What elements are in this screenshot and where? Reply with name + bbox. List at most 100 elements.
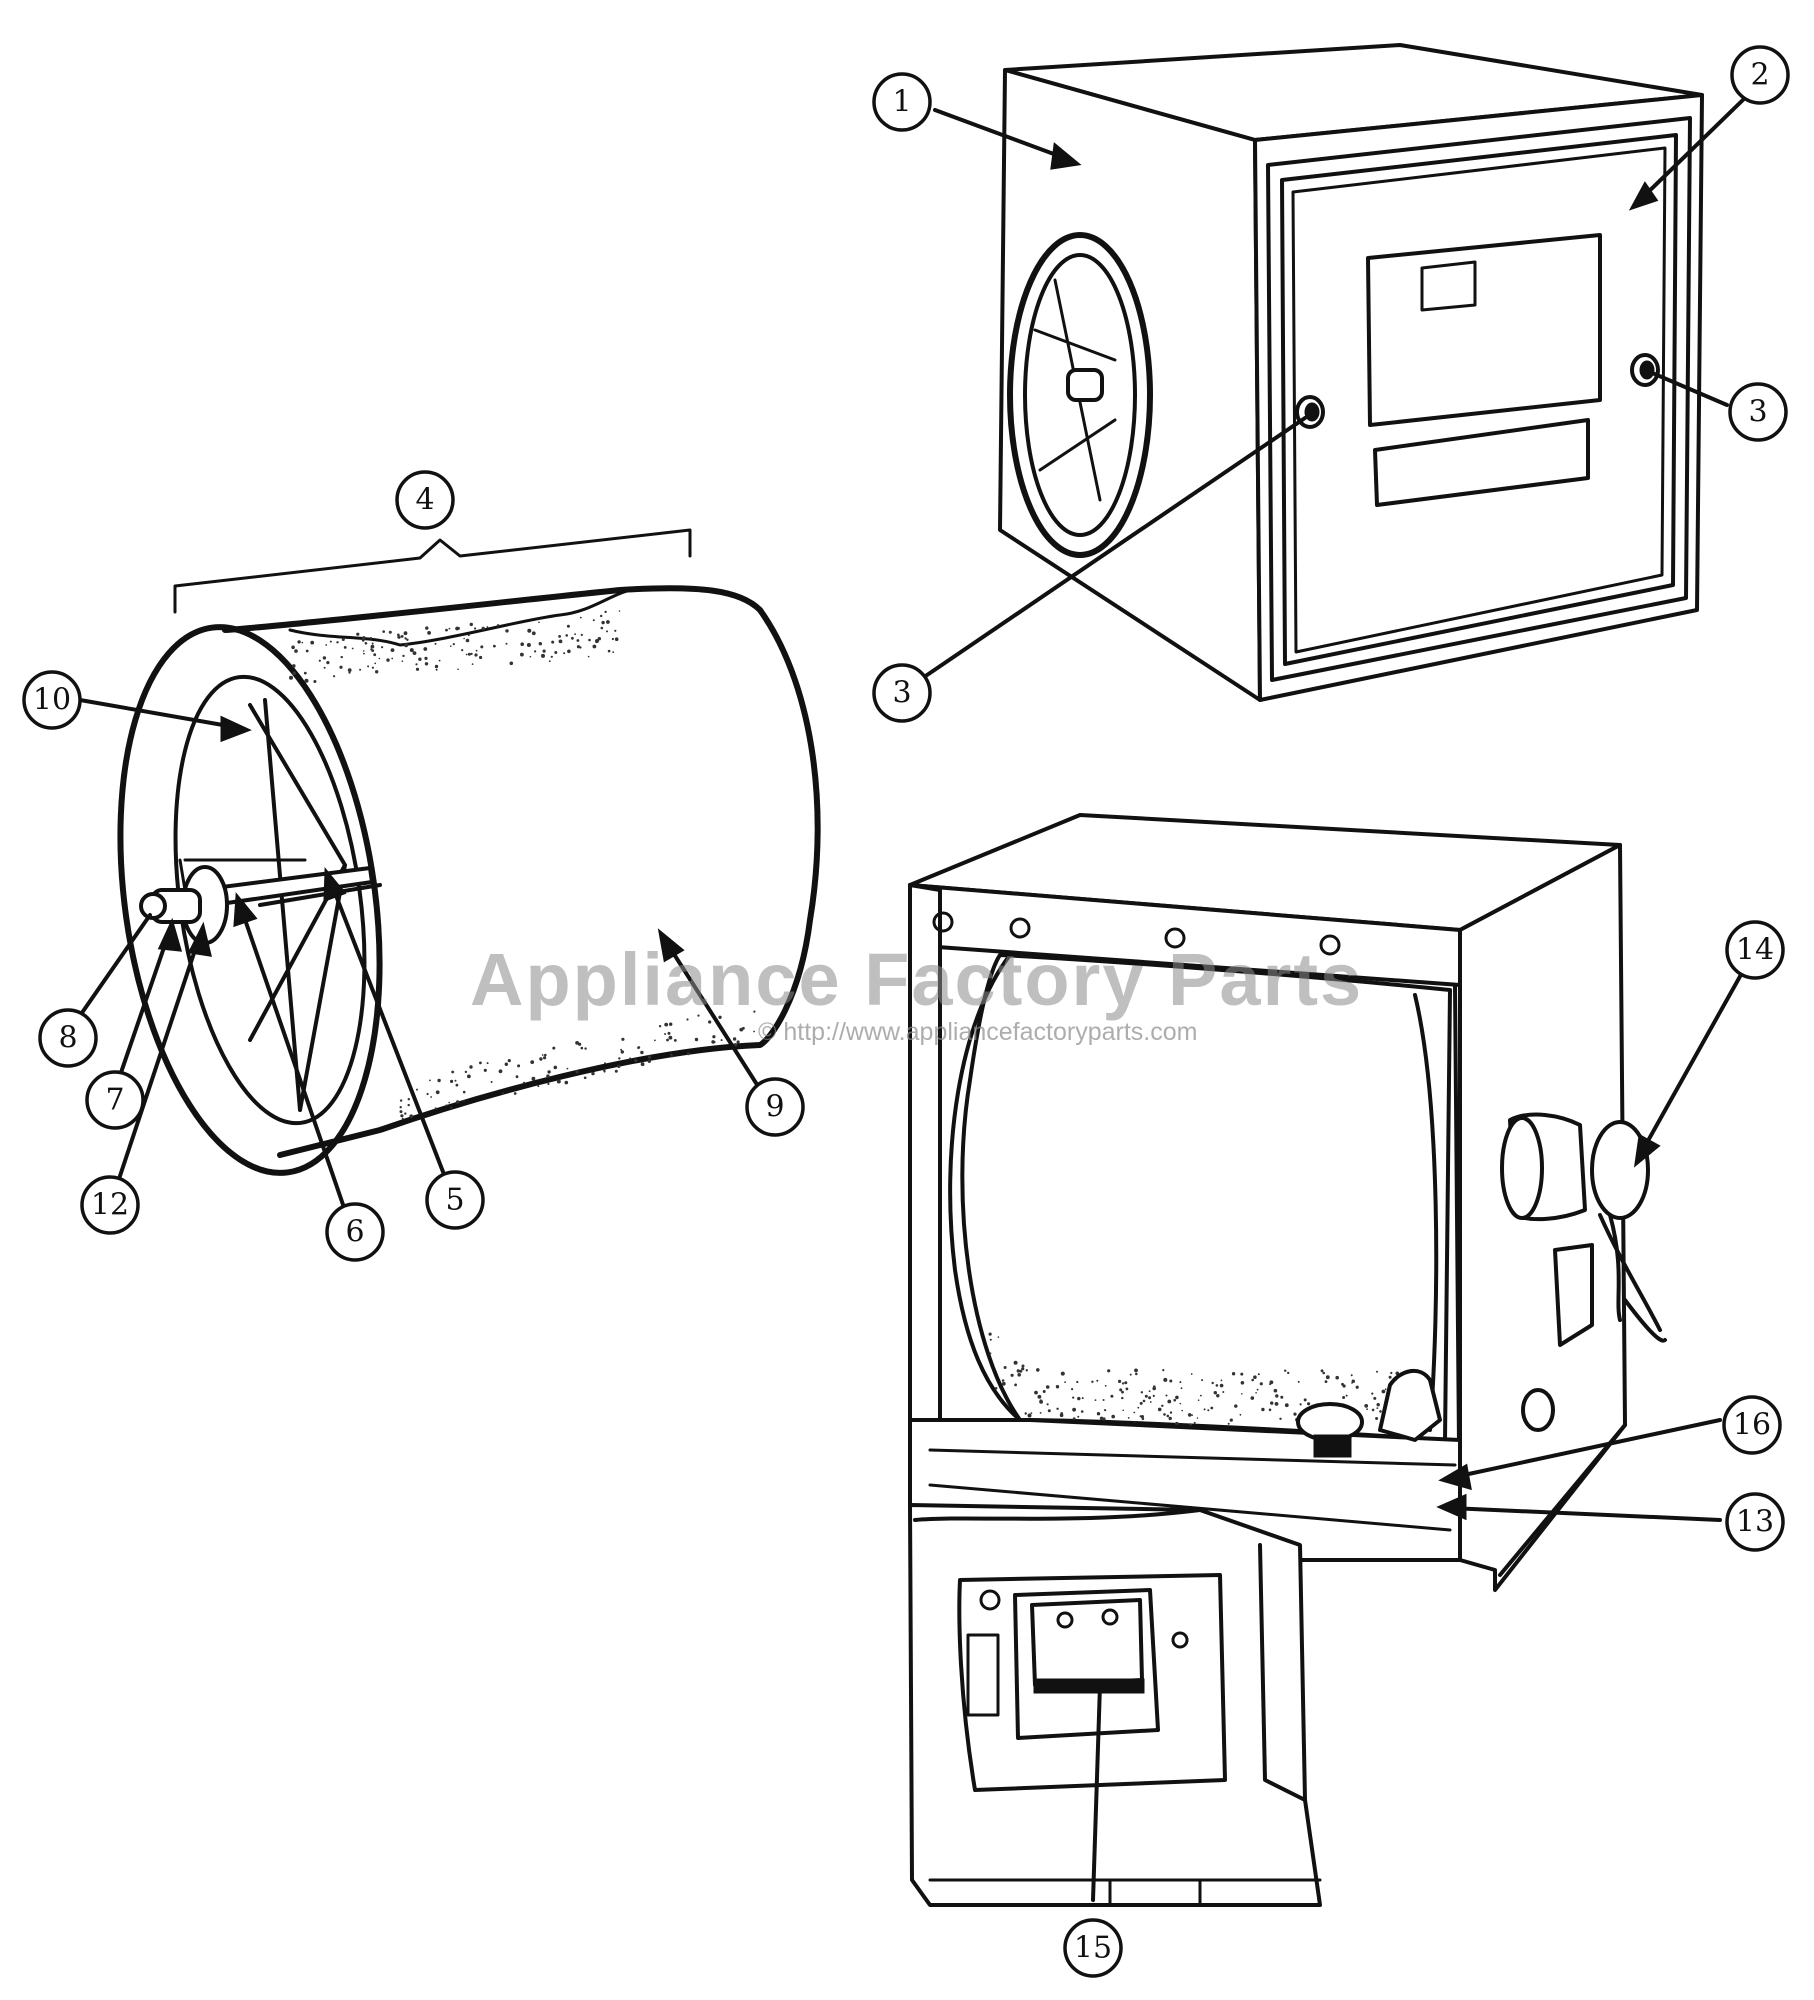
- arrow-9: [657, 928, 685, 963]
- callout-4: 4: [395, 470, 455, 530]
- stipple-dot: [1335, 1375, 1339, 1380]
- stipple-dot: [513, 1092, 517, 1095]
- stipple-dot: [294, 649, 298, 653]
- stipple-dot: [498, 1069, 503, 1074]
- stipple-dot: [341, 638, 345, 641]
- stipple-dot: [530, 1060, 535, 1064]
- stipple-dot: [686, 1018, 689, 1021]
- stipple-dot: [361, 638, 365, 642]
- stipple-dot: [429, 1079, 431, 1082]
- arrow-5: [323, 866, 347, 903]
- stipple-dot: [509, 661, 514, 666]
- stipple-dot: [479, 655, 483, 660]
- leader-13: [1448, 1506, 1722, 1522]
- stipple-dot: [371, 666, 374, 669]
- motor-plate-slot: [966, 1633, 1000, 1717]
- stipple-dot: [614, 637, 619, 641]
- stipple-dot: [567, 649, 571, 654]
- stipple-dot: [305, 649, 309, 653]
- stipple-dot: [520, 642, 524, 646]
- cabinet-side-hub: [1066, 368, 1104, 402]
- callout-bubbles: 1 2 3 3 4 5 6 7: [22, 45, 1790, 1978]
- stipple-dot: [445, 628, 448, 632]
- stipple-dot: [1168, 1416, 1172, 1421]
- stipple-dot: [1222, 1391, 1225, 1393]
- stipple-dot: [1284, 1403, 1289, 1408]
- leader-5: [328, 878, 454, 1197]
- stipple-dot: [1227, 1422, 1230, 1425]
- stipple-dot: [742, 1026, 745, 1030]
- stipple-dot: [1169, 1379, 1173, 1383]
- arrow-16: [1438, 1463, 1472, 1491]
- stipple-dot: [1163, 1413, 1166, 1416]
- stipple-dot: [1077, 1396, 1081, 1401]
- stipple-dot: [434, 642, 437, 645]
- stipple-dot: [614, 629, 617, 632]
- stipple-dot: [664, 1033, 667, 1035]
- stipple-dot: [1167, 1399, 1172, 1404]
- stipple-dot: [736, 1040, 740, 1044]
- leader-2: [1638, 93, 1750, 202]
- stipple-dot: [1351, 1379, 1356, 1383]
- stipple-dot: [753, 1010, 756, 1013]
- callout-14: 14: [1725, 920, 1785, 980]
- burner-valve-wires: [1598, 1213, 1667, 1343]
- stipple-dot: [576, 645, 581, 649]
- stipple-dot: [1148, 1396, 1152, 1400]
- stipple-dot: [471, 663, 474, 665]
- stipple-dot: [1259, 1382, 1263, 1386]
- stipple-dot: [486, 1062, 489, 1065]
- stipple-dot: [469, 622, 473, 627]
- stipple-dot: [1179, 1402, 1182, 1405]
- rail-hole-3: [1164, 927, 1186, 949]
- stipple-dot: [1240, 1372, 1244, 1376]
- control-panel-window: [1366, 233, 1602, 427]
- stipple-dot: [1187, 1413, 1192, 1417]
- stipple-dot: [564, 1080, 569, 1085]
- stipple-dot: [575, 1041, 579, 1045]
- lower-panel-right-edge: [1258, 1543, 1307, 1802]
- stipple-dot: [362, 636, 366, 640]
- stipple-dot: [1215, 1384, 1219, 1387]
- stipple-dot: [1203, 1408, 1206, 1411]
- callout-7-label: 7: [105, 1083, 124, 1118]
- stipple-dot: [1241, 1393, 1243, 1395]
- stipple-dot: [1060, 1371, 1065, 1376]
- stipple-dot: [399, 1110, 403, 1114]
- stipple-dot: [1307, 1402, 1311, 1406]
- stipple-dot: [1196, 1417, 1199, 1419]
- stipple-dot: [1255, 1392, 1257, 1394]
- stipple-dot: [1324, 1380, 1328, 1383]
- interior-base-line-2: [928, 1483, 1452, 1532]
- stipple-dot: [667, 1031, 671, 1035]
- stipple-dot: [406, 638, 409, 641]
- stipple-dot: [390, 648, 395, 652]
- stipple-dot: [584, 1047, 587, 1050]
- stipple-dot: [507, 1059, 511, 1063]
- stipple-dot: [1104, 1409, 1107, 1412]
- leader-10: [78, 698, 242, 730]
- drum-shaft-end: [139, 892, 167, 920]
- stipple-dot: [989, 1338, 992, 1341]
- stipple-dot: [292, 664, 296, 668]
- stipple-dot: [1016, 1369, 1020, 1373]
- stipple-dot: [554, 651, 558, 654]
- stipple-dot: [531, 631, 536, 636]
- stipple-dot: [1039, 1399, 1043, 1403]
- stipple-dot: [297, 640, 301, 644]
- stipple-dot: [407, 1103, 410, 1107]
- stipple-dot: [1148, 1390, 1151, 1393]
- callout-13-label: 13: [1736, 1505, 1774, 1540]
- stipple-dot: [1299, 1403, 1302, 1406]
- stipple-dot: [1181, 1409, 1183, 1412]
- drum-stipple-shading: [289, 610, 756, 1120]
- stipple-dot: [520, 652, 523, 655]
- stipple-dot: [620, 1048, 622, 1051]
- stipple-dot: [1144, 1394, 1148, 1398]
- stipple-dot: [654, 1039, 656, 1042]
- stipple-dot: [1375, 1417, 1379, 1420]
- stipple-dot: [1072, 1396, 1075, 1399]
- stipple-dot: [1180, 1387, 1183, 1390]
- leader-7: [113, 928, 172, 1092]
- leader-3a: [903, 416, 1307, 692]
